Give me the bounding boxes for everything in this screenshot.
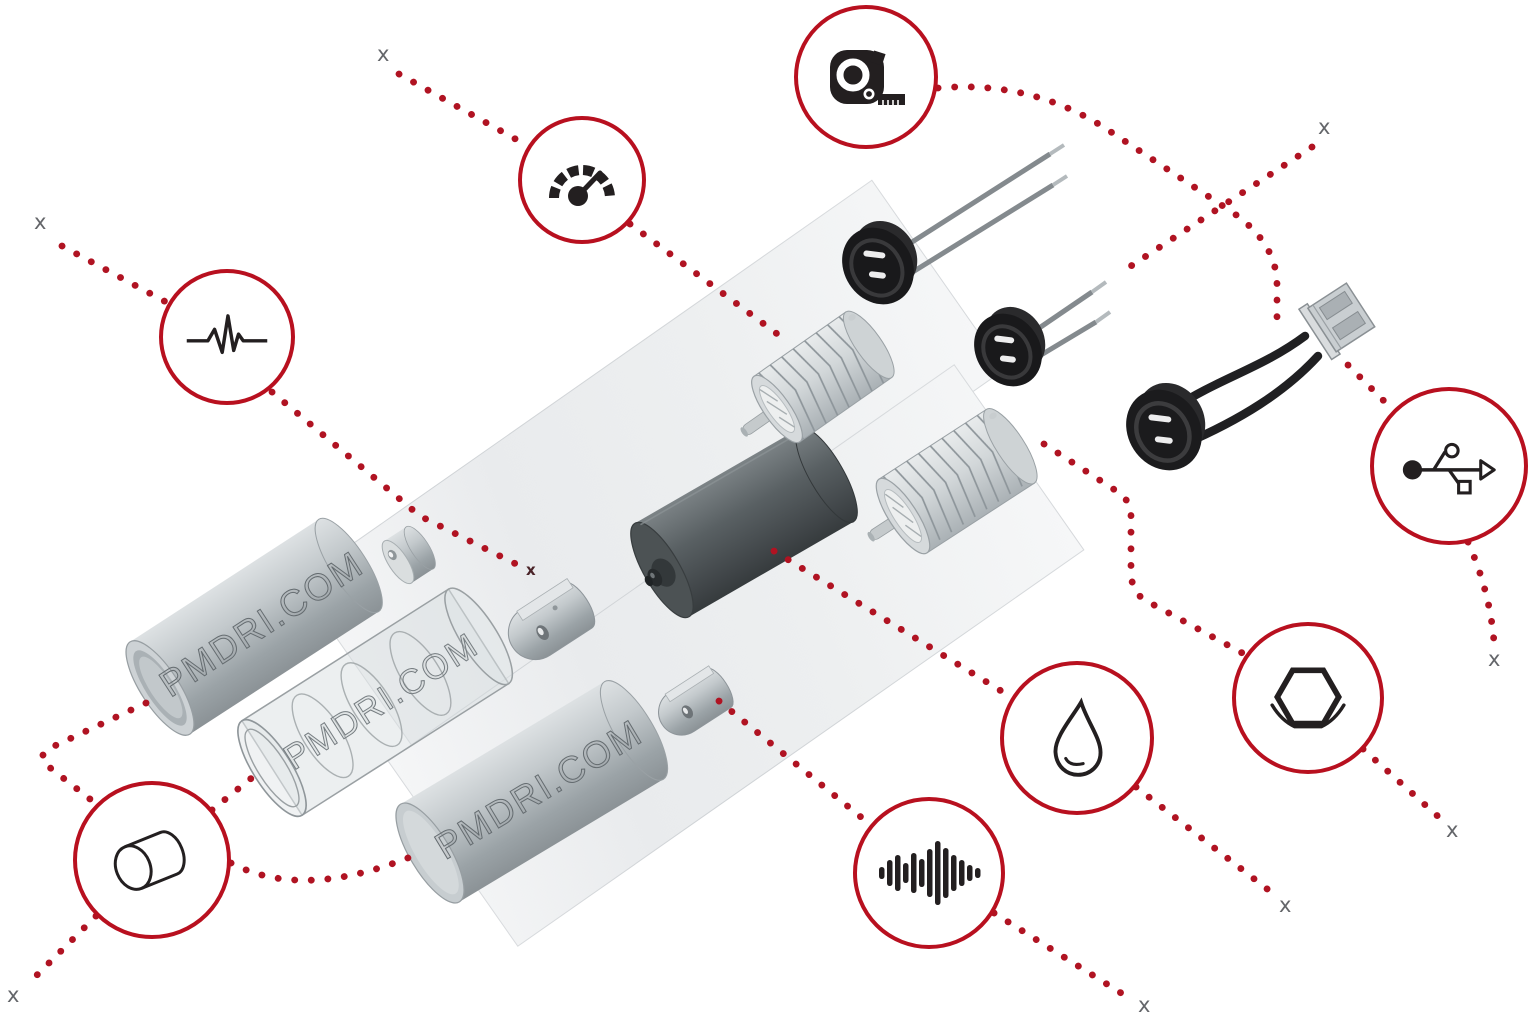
x-marker-4: x (1488, 647, 1501, 671)
line-pulse-to-block (268, 388, 532, 574)
pin-sensor-long (842, 143, 1069, 305)
wound-rotor-2 (867, 408, 1038, 555)
x-marker-2: x (377, 42, 390, 66)
pin-sensor-short (974, 280, 1112, 387)
housing-badge (73, 781, 231, 939)
magnet-disc (381, 525, 436, 585)
data-badge (1370, 387, 1528, 545)
cylinder-icon (113, 830, 186, 891)
x-marker-6: x (1138, 993, 1151, 1017)
hex-nut-icon (1270, 667, 1346, 729)
sound-badge (853, 797, 1005, 949)
hardware-badge (1232, 622, 1384, 774)
liquid-badge (1000, 661, 1154, 815)
line-block-to-audio (715, 697, 871, 826)
line-cylbadge-to-cleartube (208, 768, 263, 814)
x-marker-1: x (34, 210, 47, 234)
bearing-block-2 (658, 665, 734, 736)
vibration-badge (159, 269, 295, 405)
droplet-icon (1053, 697, 1103, 777)
x-marker-3: x (1318, 115, 1331, 139)
wound-rotor-1 (740, 310, 895, 444)
dark-motor-body (630, 426, 858, 619)
line-cylbadge-to-x (24, 912, 100, 988)
line-audio-to-x (990, 909, 1133, 1002)
cable-connector (1297, 282, 1376, 361)
line-tape-to-connector (934, 83, 1281, 329)
usb-icon (1402, 442, 1496, 495)
gauge-icon (549, 165, 615, 206)
pulse-waveform-icon (186, 314, 268, 355)
dotted-connector-lines (24, 70, 1498, 1002)
bearing-block-1 (507, 578, 596, 661)
line-tube-to-cylbadge (39, 699, 150, 807)
line-cylbadge-to-cylinder (227, 849, 424, 884)
line-x-to-gauge (395, 70, 532, 150)
tape-measure-icon (830, 50, 905, 105)
line-gauge-to-rotor (626, 220, 792, 346)
line-usb-to-x (1464, 538, 1498, 646)
line-x-to-pulse (58, 242, 170, 306)
line-connector-to-usb (1344, 361, 1397, 414)
x-marker-7: x (526, 561, 536, 579)
line-motor-to-droplet (770, 547, 1015, 701)
x-marker-9: x (7, 983, 20, 1007)
x-marker-5: x (1279, 893, 1292, 917)
line-x-to-sensor (1127, 143, 1316, 270)
x-marker-8: x (1446, 818, 1459, 842)
speed-badge (518, 116, 646, 244)
line-rotor-to-hex (1040, 440, 1250, 659)
line-hex-to-x (1359, 745, 1446, 824)
measure-badge (794, 5, 938, 149)
audio-waveform-icon (879, 841, 981, 905)
cable-assembly (1126, 282, 1376, 471)
line-droplet-to-x (1132, 783, 1275, 896)
